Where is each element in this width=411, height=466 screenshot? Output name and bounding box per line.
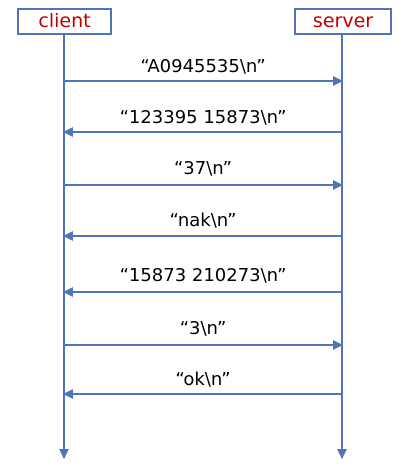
- message-label-5: “15873 210273\n”: [119, 265, 287, 286]
- message-label-2: “123395 15873\n”: [119, 107, 287, 128]
- message-label-3: “37\n”: [173, 158, 233, 179]
- client-participant-box: client: [17, 8, 112, 35]
- message-label-7: “ok\n”: [175, 369, 231, 390]
- server-participant-box: server: [294, 8, 392, 35]
- message-label-6: “3\n”: [179, 318, 227, 339]
- message-label-4: “nak\n”: [169, 210, 237, 231]
- message-label-1: “A0945535\n”: [140, 56, 266, 77]
